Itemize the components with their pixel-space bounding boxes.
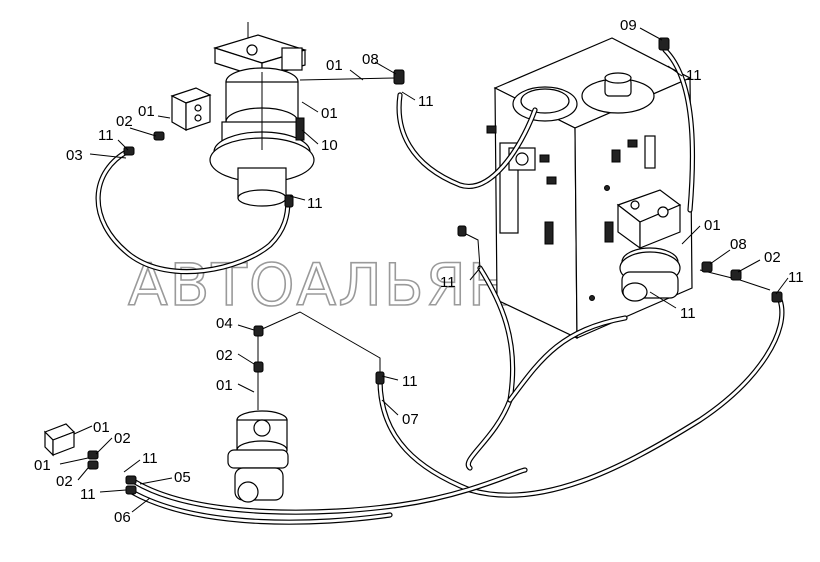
callout-11: 11 <box>307 195 323 212</box>
left-valve-block <box>170 87 212 132</box>
callout-02: 02 <box>114 430 131 447</box>
callout-01: 01 <box>326 57 343 74</box>
callout-02: 02 <box>216 347 233 364</box>
hydraulic-pump <box>619 247 681 302</box>
callout-11: 11 <box>788 269 804 286</box>
callout-labels: 09 01 08 11 11 01 10 01 02 11 03 11 01 0… <box>34 17 804 526</box>
callout-01: 01 <box>93 419 110 436</box>
callout-11: 11 <box>80 486 96 503</box>
leader-lines <box>59 27 789 513</box>
callout-11: 11 <box>680 305 696 322</box>
swivel-joint <box>209 22 315 207</box>
callout-02: 02 <box>56 473 73 490</box>
callout-10: 10 <box>321 137 338 154</box>
callout-11: 11 <box>440 274 456 291</box>
bottom-left-block <box>43 423 76 457</box>
callout-11: 11 <box>418 93 434 110</box>
callout-02: 02 <box>764 249 781 266</box>
thin-pipes <box>257 77 771 410</box>
callout-09: 09 <box>620 17 637 34</box>
hose-lines <box>95 47 785 525</box>
callout-11: 11 <box>142 450 158 467</box>
callout-08: 08 <box>730 236 747 253</box>
callout-05: 05 <box>174 469 191 486</box>
callout-01: 01 <box>216 377 233 394</box>
callout-01: 01 <box>704 217 721 234</box>
callout-01: 01 <box>321 105 338 122</box>
callout-01: 01 <box>138 103 155 120</box>
callout-03: 03 <box>66 147 83 164</box>
tank-valve-block <box>616 189 682 250</box>
callout-11: 11 <box>98 127 114 144</box>
callout-11: 11 <box>686 67 702 84</box>
callout-06: 06 <box>114 509 131 526</box>
callout-04: 04 <box>216 315 233 332</box>
callout-08: 08 <box>362 51 379 68</box>
callout-02: 02 <box>116 113 133 130</box>
callout-01: 01 <box>34 457 51 474</box>
fittings <box>87 37 783 495</box>
callout-11: 11 <box>402 373 418 390</box>
swing-motor <box>227 410 289 503</box>
watermark-text: АВТОАЛЬЯН <box>128 251 514 319</box>
callout-07: 07 <box>402 411 419 428</box>
